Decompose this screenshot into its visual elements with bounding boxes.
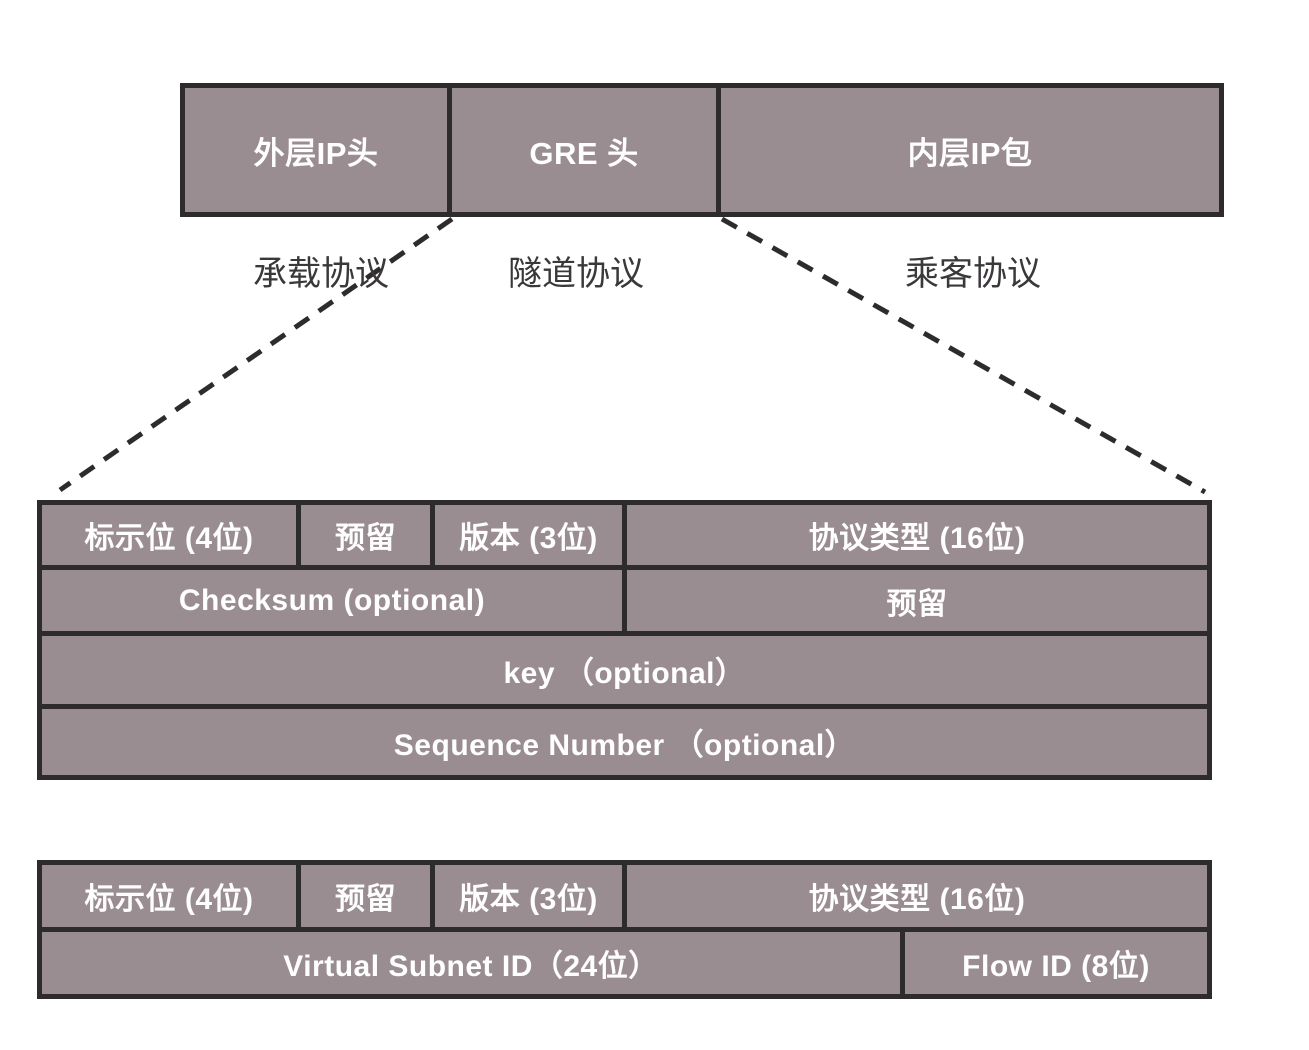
gre-field-reserved-2: 预留	[627, 570, 1207, 631]
gre-field-protocol-type: 协议类型 (16位)	[627, 505, 1207, 565]
gre-field-flags: 标示位 (4位)	[42, 505, 296, 565]
nvgre-field-flow-id: Flow ID (8位)	[905, 932, 1207, 994]
gre-field-checksum: Checksum (optional)	[42, 570, 622, 631]
packet-cell-gre-header: GRE 头	[452, 88, 716, 212]
nvgre-header-table: 标示位 (4位) 预留 版本 (3位) 协议类型 (16位) Virtual S…	[37, 860, 1212, 999]
gre-header-table: 标示位 (4位) 预留 版本 (3位) 协议类型 (16位) Checksum …	[37, 500, 1212, 780]
nvgre-field-flags: 标示位 (4位)	[42, 865, 296, 927]
label-passenger-protocol: 乘客协议	[905, 255, 1041, 293]
gre-field-version: 版本 (3位)	[435, 505, 622, 565]
label-tunnel-protocol: 隧道协议	[508, 255, 644, 293]
nvgre-field-virtual-subnet-id: Virtual Subnet ID（24位）	[42, 932, 900, 994]
packet-structure-row: 外层IP头 GRE 头 内层IP包	[180, 83, 1224, 217]
gre-field-reserved: 预留	[301, 505, 430, 565]
packet-cell-outer-ip-header: 外层IP头	[185, 88, 447, 212]
gre-field-key: key （optional）	[42, 636, 1207, 704]
packet-cell-inner-ip-packet: 内层IP包	[721, 88, 1219, 212]
nvgre-field-version: 版本 (3位)	[435, 865, 622, 927]
nvgre-field-protocol-type: 协议类型 (16位)	[627, 865, 1207, 927]
gre-field-sequence-number: Sequence Number （optional）	[42, 709, 1207, 775]
nvgre-field-reserved: 预留	[301, 865, 430, 927]
label-carrier-protocol: 承载协议	[253, 255, 389, 293]
